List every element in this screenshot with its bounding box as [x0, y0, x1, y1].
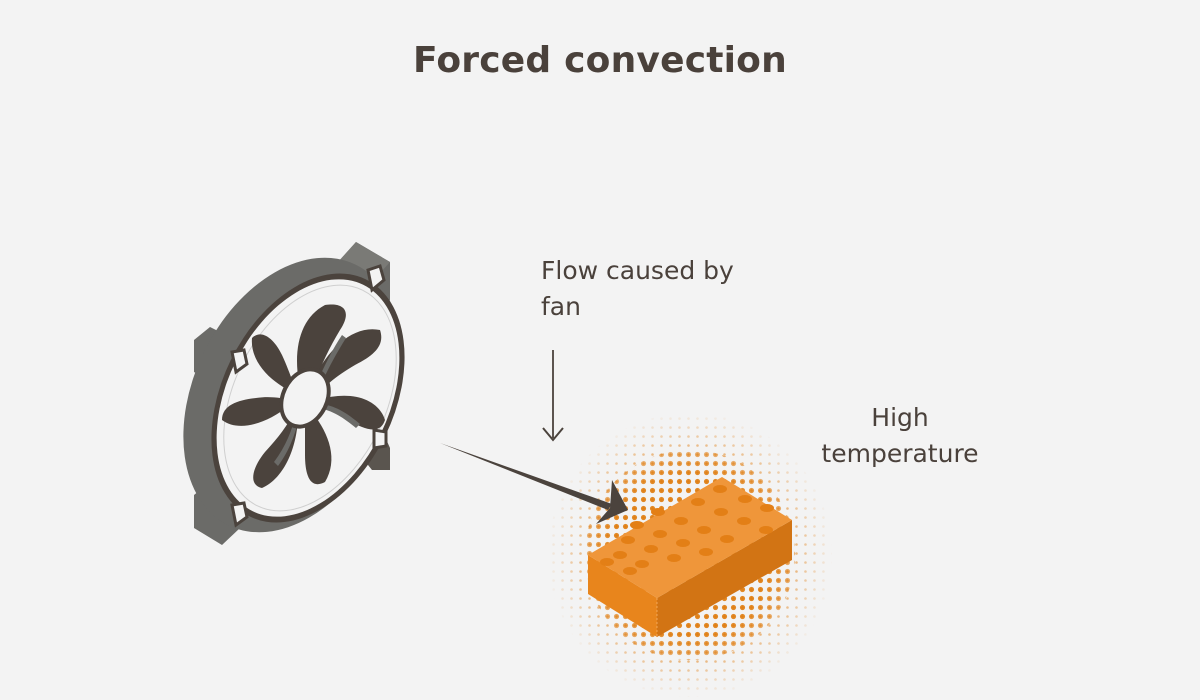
- brick-icon: [588, 477, 792, 637]
- flow-label: Flow caused by fan: [541, 256, 734, 321]
- diagram-title: Forced convection: [413, 40, 787, 81]
- temperature-label: High temperature: [821, 403, 979, 468]
- flow-arrow-icon: [542, 350, 564, 442]
- airflow-arrow-icon: [440, 443, 628, 524]
- fan-icon: [183, 242, 405, 545]
